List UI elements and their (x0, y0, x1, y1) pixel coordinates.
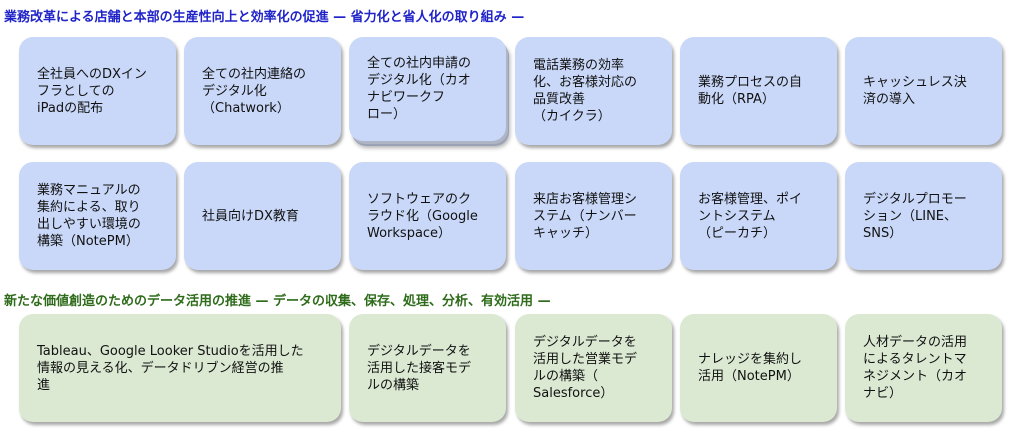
card-text: 業務マニュアルの 集約による、取り 出しやすい環境の 構築（NotePM） (37, 183, 141, 249)
card-text: 全ての社内連絡の デジタル化 （Chatwork） (202, 66, 307, 116)
card-text: 全ての社内申請の デジタル化（カオ ナビワークフ ロー） (367, 56, 472, 122)
card-text: デジタルプロモー ション（LINE、 SNS） (863, 191, 967, 241)
card-chatwork: 全ての社内連絡の デジタル化 （Chatwork） (184, 37, 341, 145)
card-text: デジタルデータを 活用した接客モデ ルの構築 (367, 343, 472, 393)
card-text: 社員向けDX教育 (202, 208, 299, 224)
card-number-catch: 来店お客様管理シ ステム（ナンバー キャッチ） (515, 162, 672, 270)
card-text: 全社員へのDXイン フラとしての iPadの配布 (37, 66, 147, 116)
card-peakachi: お客様管理、ポイ ントシステム （ピーカチ） (680, 162, 837, 270)
card-notepm-manual: 業務マニュアルの 集約による、取り 出しやすい環境の 構築（NotePM） (19, 162, 176, 270)
card-text: 業務プロセスの自 動化（RPA） (698, 75, 803, 107)
card-rpa: 業務プロセスの自 動化（RPA） (680, 37, 837, 145)
card-text: Tableau、Google Looker Studioを活用した 情報の見える… (37, 343, 304, 393)
card-cashless: キャッシュレス決 済の導入 (845, 37, 1002, 145)
section1-heading: 業務改革による店舗と本部の生産性向上と効率化の促進 — 省力化と省人化の取り組み… (4, 10, 525, 25)
card-digital-promotion: デジタルプロモー ション（LINE、 SNS） (845, 162, 1002, 270)
card-tableau-looker: Tableau、Google Looker Studioを活用した 情報の見える… (19, 314, 341, 422)
card-knowledge-notepm: ナレッジを集約し 活用（NotePM） (680, 314, 837, 422)
card-customer-service-model: デジタルデータを 活用した接客モデ ルの構築 (349, 314, 506, 422)
card-google-workspace: ソフトウェアのク ラウド化（Google Workspace） (349, 162, 506, 270)
card-talent-management: 人材データの活用 によるタレントマ ネジメント（カオ ナビ） (845, 314, 1002, 422)
section2-heading: 新たな価値創造のためのデータ活用の推進 — データの収集、保存、処理、分析、有効… (4, 294, 551, 309)
card-salesforce: デジタルデータを 活用した営業モデ ルの構築（ Salesforce） (515, 314, 672, 422)
card-kaikura: 電話業務の効率 化、お客様対応の 品質改善 （カイクラ） (515, 37, 672, 145)
card-kaonavi-workflow: 全ての社内申請の デジタル化（カオ ナビワークフ ロー） (349, 37, 506, 141)
card-text: ナレッジを集約し 活用（NotePM） (698, 352, 803, 384)
card-text: キャッシュレス決 済の導入 (863, 75, 967, 107)
card-text: 来店お客様管理シ ステム（ナンバー キャッチ） (533, 191, 638, 241)
card-text: 人材データの活用 によるタレントマ ネジメント（カオ ナビ） (863, 335, 968, 401)
card-text: デジタルデータを 活用した営業モデ ルの構築（ Salesforce） (533, 335, 638, 401)
card-dx-education: 社員向けDX教育 (184, 162, 341, 270)
card-text: 電話業務の効率 化、お客様対応の 品質改善 （カイクラ） (533, 58, 638, 124)
card-ipad-distribution: 全社員へのDXイン フラとしての iPadの配布 (19, 37, 176, 145)
card-text: ソフトウェアのク ラウド化（Google Workspace） (367, 191, 478, 241)
card-text: お客様管理、ポイ ントシステム （ピーカチ） (698, 191, 803, 241)
